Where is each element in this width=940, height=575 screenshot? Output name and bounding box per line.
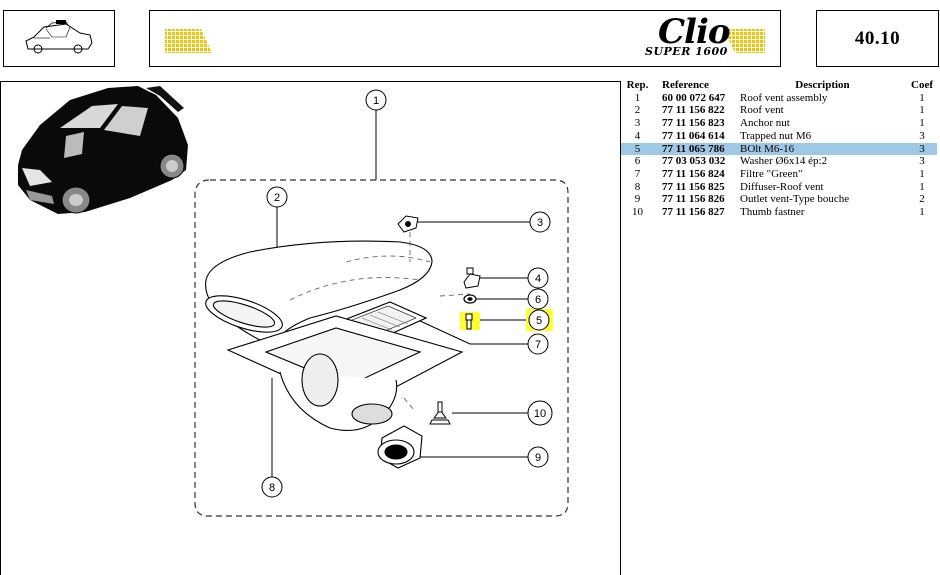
brand-logo-name: Clio <box>658 12 731 52</box>
cell-reference: 77 11 156 827 <box>662 206 725 219</box>
callout-9[interactable] <box>527 446 549 468</box>
trapped-nut-part <box>463 267 481 289</box>
model-thumbnail <box>3 10 115 67</box>
cell-description: Roof vent assembly <box>740 91 828 104</box>
callout-1[interactable] <box>365 89 387 111</box>
cell-coef: 3 <box>919 155 925 168</box>
table-row[interactable]: 8 77 11 156 825 Diffuser-Roof vent 1 <box>621 181 937 194</box>
cell-rep: 9 <box>634 193 641 206</box>
header-reference: Reference <box>662 79 709 91</box>
cell-reference: 77 11 065 786 <box>654 142 738 156</box>
cell-description: Diffuser-Roof vent <box>740 180 824 193</box>
callout-9-label[interactable]: 9 <box>535 452 541 464</box>
cell-reference: 60 00 072 647 <box>662 91 726 104</box>
cell-rep: 6 <box>634 155 641 168</box>
callout-5[interactable] <box>528 309 550 331</box>
cell-reference: 77 11 064 614 <box>662 129 725 142</box>
table-row[interactable]: 6 77 03 053 032 Washer Ø6x14 ép:2 3 <box>621 155 937 168</box>
callout-2[interactable] <box>266 186 288 208</box>
header-description: Description <box>795 79 850 91</box>
cell-reference: 77 03 053 032 <box>662 155 726 168</box>
parts-table-header: Rep. Reference Description Coef <box>621 79 937 92</box>
callout-2-label[interactable]: 2 <box>274 192 280 204</box>
callout-8[interactable] <box>261 476 283 498</box>
cell-reference: 77 11 156 823 <box>662 117 725 130</box>
cell-reference: 77 11 156 824 <box>662 167 725 180</box>
washer-part <box>463 294 477 304</box>
brand-logo-subtitle: SUPER 1600 <box>645 45 728 58</box>
title-banner <box>149 10 781 67</box>
table-row[interactable]: 3 77 11 156 823 Anchor nut 1 <box>621 117 937 130</box>
table-row-selected[interactable]: 5 77 11 065 786 BOlt M6-16 3 <box>621 142 937 156</box>
cell-rep: 5 <box>621 142 654 156</box>
thumb-fastener-part <box>429 401 451 425</box>
table-row[interactable]: 9 77 11 156 826 Outlet vent-Type bouche … <box>621 193 937 206</box>
callout-3-label[interactable]: 3 <box>537 217 543 229</box>
cell-description: Trapped nut M6 <box>740 129 812 142</box>
table-row[interactable]: 2 77 11 156 822 Roof vent 1 <box>621 104 937 117</box>
anchor-nut-part <box>397 215 419 233</box>
bolt-part <box>460 312 480 330</box>
cell-rep: 3 <box>634 117 641 130</box>
cell-coef: 2 <box>919 193 925 206</box>
black-car-illustration <box>18 86 188 214</box>
exploded-diagram: 1 2 3 4 5 6 7 8 9 10 <box>18 86 569 517</box>
cell-reference: 77 11 156 825 <box>662 180 725 193</box>
callout-3[interactable] <box>529 211 551 233</box>
cell-description: BOlt M6-16 <box>738 142 907 156</box>
header-coef: Coef <box>911 79 933 91</box>
table-row[interactable]: 10 77 11 156 827 Thumb fastner 1 <box>621 206 937 219</box>
header-rep: Rep. <box>626 79 649 91</box>
callout-6[interactable] <box>527 288 549 310</box>
cell-rep: 4 <box>634 129 641 142</box>
cell-description: Washer Ø6x14 ép:2 <box>740 155 828 168</box>
car-outline-icon <box>25 20 93 54</box>
cell-description: Outlet vent-Type bouche <box>740 193 850 206</box>
callout-7-label[interactable]: 7 <box>535 339 541 351</box>
parts-table: Rep. Reference Description Coef 1 60 00 … <box>621 79 937 219</box>
table-row[interactable]: 4 77 11 064 614 Trapped nut M6 3 <box>621 130 937 143</box>
cell-rep: 8 <box>634 180 641 193</box>
cell-coef: 1 <box>919 206 925 219</box>
yellow-stripes-icon <box>724 29 765 53</box>
header-graphics <box>165 29 765 53</box>
cell-coef: 1 <box>919 167 925 180</box>
table-row[interactable]: 7 77 11 156 824 Filtre "Green" 1 <box>621 168 937 181</box>
callout-4-label[interactable]: 4 <box>535 273 541 285</box>
callout-10[interactable] <box>527 400 553 426</box>
cell-description: Roof vent <box>740 104 784 117</box>
cell-rep: 7 <box>634 167 641 180</box>
callout-7[interactable] <box>527 333 549 355</box>
diffuser-part <box>226 315 464 431</box>
page-code: 40.10 <box>854 27 901 49</box>
cell-description: Filtre "Green" <box>740 167 803 180</box>
cell-coef: 3 <box>919 129 925 142</box>
cell-rep: 1 <box>634 91 641 104</box>
callout-4[interactable] <box>527 267 549 289</box>
cell-reference: 77 11 156 822 <box>662 104 725 117</box>
outlet-vent-part <box>377 425 423 469</box>
table-row[interactable]: 1 60 00 072 647 Roof vent assembly 1 <box>621 92 937 105</box>
cell-rep: 2 <box>634 104 641 117</box>
cell-coef: 1 <box>919 117 925 130</box>
cell-reference: 77 11 156 826 <box>662 193 725 206</box>
cell-coef: 3 <box>907 142 937 156</box>
yellow-stripes-icon <box>165 29 212 53</box>
cell-coef: 1 <box>919 180 925 193</box>
roof-vent-part <box>205 240 433 341</box>
page-code-box: 40.10 <box>816 10 939 67</box>
callout-6-label[interactable]: 6 <box>535 294 541 306</box>
callout-8-label[interactable]: 8 <box>269 482 275 494</box>
cell-description: Anchor nut <box>740 117 790 130</box>
callout-10-label[interactable]: 10 <box>534 408 546 420</box>
cell-coef: 1 <box>919 104 925 117</box>
cell-rep: 10 <box>632 206 643 219</box>
cell-description: Thumb fastner <box>740 206 805 219</box>
cell-coef: 1 <box>919 91 925 104</box>
callout-5-label[interactable]: 5 <box>536 315 542 327</box>
callout-1-label[interactable]: 1 <box>373 95 379 107</box>
